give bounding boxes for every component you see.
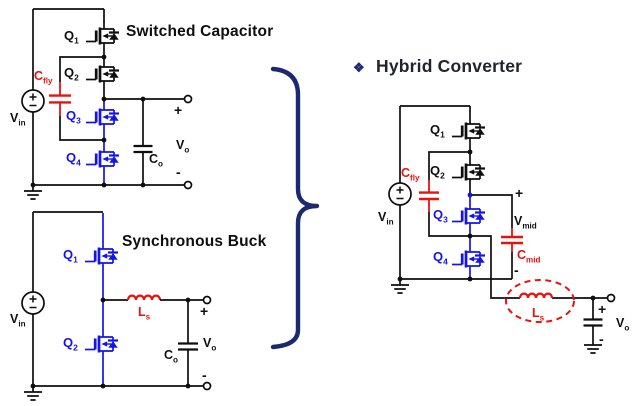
hy-q1-label: Q1 — [430, 122, 445, 140]
sc-output-pos-terminal — [183, 94, 193, 104]
hy-q2-label: Q2 — [430, 163, 445, 181]
hy-out-plus-sign: + — [598, 301, 607, 317]
sc-vin-label: Vin — [10, 111, 26, 128]
sc-q2-mosfet-icon — [84, 57, 121, 91]
sc-co-capacitor-icon — [133, 144, 153, 154]
buck-co-capacitor-icon — [178, 342, 198, 351]
sc-plus-sign: + — [174, 102, 183, 118]
buck-co-label: Co — [164, 348, 178, 365]
sc-q4-label: Q4 — [66, 150, 81, 168]
buck-title: Synchronous Buck — [122, 233, 267, 250]
hy-ls-inductor-icon — [518, 292, 554, 299]
switched-capacitor-circuit — [21, 8, 193, 200]
buck-q1-label: Q1 — [63, 247, 78, 265]
sc-vo-label: Vo — [176, 138, 190, 155]
buck-q2-label: Q2 — [63, 335, 78, 353]
hy-cfly-wire — [428, 151, 470, 237]
hybrid-converter-circuit — [388, 105, 616, 354]
hybrid-heading: Hybrid Converter — [376, 56, 523, 76]
hy-out-minus-sign: - — [599, 331, 604, 347]
hy-vin-source-icon — [388, 182, 412, 206]
buck-ls-inductor-icon — [126, 294, 162, 301]
hy-output-terminal — [606, 293, 616, 303]
hy-q2-mosfet-icon — [450, 155, 487, 189]
buck-output-neg-terminal — [202, 381, 212, 391]
hy-q3-label: Q3 — [433, 207, 448, 225]
buck-vin-source-icon — [21, 291, 45, 315]
hy-vo-capacitor-icon — [583, 318, 603, 327]
hy-q1-mosfet-icon — [450, 114, 487, 148]
buck-vo-label: Vo — [203, 336, 217, 353]
synchronous-buck-circuit — [21, 211, 212, 401]
sc-cfly-capacitor-icon — [49, 94, 71, 104]
hy-cmid-label: Cmid — [517, 248, 541, 265]
hy-ls-label: Ls — [532, 306, 545, 323]
hy-ls-feed-wire — [470, 235, 608, 299]
hybrid-bullet-icon: ❖ — [353, 60, 365, 75]
hy-q4-label: Q4 — [433, 249, 448, 267]
hy-q4-mosfet-icon — [450, 242, 487, 276]
hy-vmid-minus-sign: - — [514, 262, 519, 278]
buck-minus-sign: - — [202, 367, 207, 383]
sc-cfly-wire — [59, 56, 104, 141]
merge-brace — [270, 66, 320, 350]
hy-vin-label: Vin — [378, 210, 394, 227]
hy-cfly-capacitor-icon — [419, 191, 439, 201]
sc-vin-source-icon — [21, 89, 45, 113]
hy-cmid-capacitor-icon — [501, 235, 523, 245]
hy-vo-label: Vo — [616, 316, 630, 333]
hy-q3-mosfet-icon — [450, 199, 487, 233]
sc-title: Switched Capacitor — [126, 23, 274, 40]
sc-q3-mosfet-icon — [84, 100, 121, 134]
buck-plus-sign: + — [200, 303, 209, 319]
buck-ls-label: Ls — [138, 305, 151, 322]
sc-co-label: Co — [149, 152, 163, 169]
buck-q2-mosfet-icon — [83, 327, 120, 361]
buck-q1-mosfet-icon — [83, 239, 120, 273]
hy-vmid-plus-sign: + — [515, 185, 524, 201]
sc-output-neg-terminal — [183, 180, 193, 190]
hy-vmid-label: Vmid — [514, 214, 537, 231]
sc-q2-label: Q2 — [64, 65, 79, 83]
hy-cfly-label: Cfly — [401, 166, 420, 183]
sc-q4-mosfet-icon — [84, 142, 121, 176]
sc-cfly-label: Cfly — [34, 69, 53, 86]
sc-q3-label: Q3 — [66, 108, 81, 126]
buck-vin-label: Vin — [10, 312, 26, 329]
hy-ls-highlight-ellipse — [505, 279, 575, 323]
sc-q1-mosfet-icon — [84, 19, 121, 53]
sc-minus-sign: - — [176, 164, 181, 180]
buck-output-pos-terminal — [202, 295, 212, 305]
hy-cmid-wire — [470, 194, 513, 279]
sc-q1-label: Q1 — [64, 28, 79, 46]
